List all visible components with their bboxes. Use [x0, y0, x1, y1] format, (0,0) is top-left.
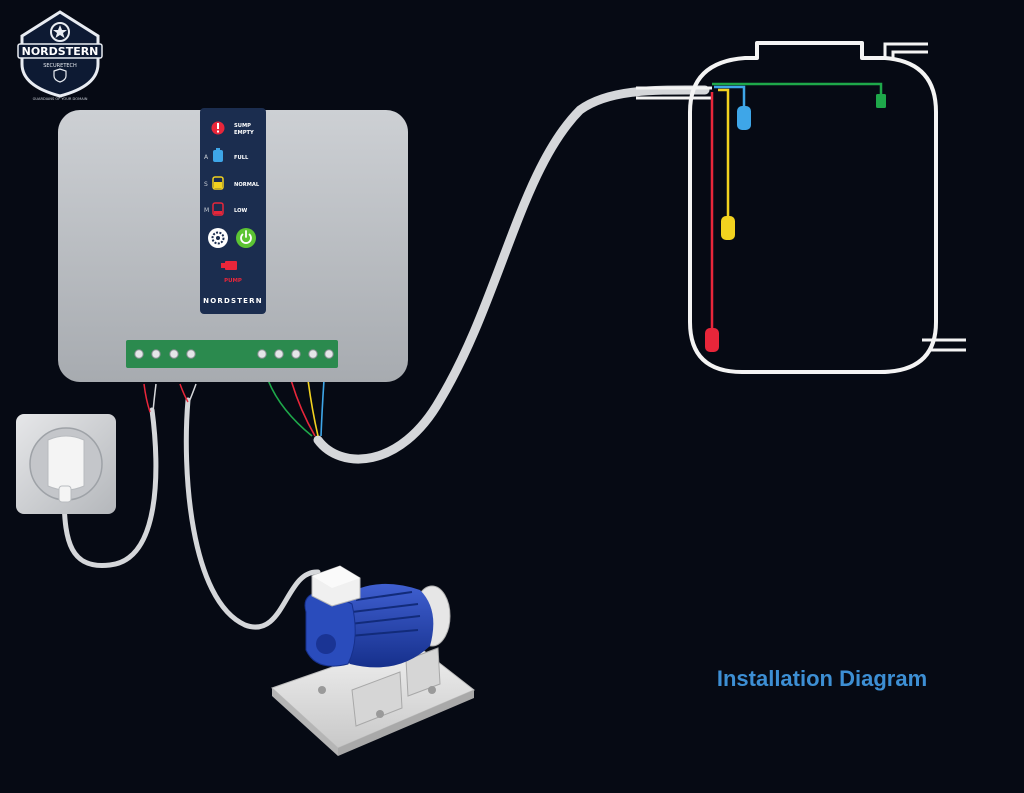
sensor-probe-normal [721, 216, 735, 240]
wire-red [290, 379, 316, 437]
terminal-strip [126, 340, 338, 368]
level-low-fill [214, 211, 222, 214]
terminal-screw [324, 349, 334, 359]
brand-logo: NORDSTERN SECURETECH GUARDIANS OF YOUR D… [17, 10, 103, 101]
pump-wire-white [188, 383, 197, 403]
sensor-wire-green [712, 82, 883, 96]
power-button[interactable] [236, 228, 256, 248]
terminal-screw [169, 349, 179, 359]
wire-blue [320, 379, 325, 437]
level-normal-icon [212, 176, 224, 190]
pump-base-edge [272, 688, 338, 756]
pump-indicator-icon [225, 261, 237, 270]
wall-socket [16, 414, 116, 514]
sensor-wire-yellow [718, 88, 730, 218]
water-tank [636, 41, 966, 374]
logo-brand-text: NORDSTERN [22, 45, 99, 58]
plug-stem [58, 485, 72, 503]
logo-sub-text: SECURETECH [43, 63, 77, 69]
pump-foot-front [351, 671, 403, 727]
pump-bolt-icon [376, 710, 384, 718]
wire-green [267, 379, 313, 437]
terminal-screws-left [134, 349, 196, 359]
indicator-prefix: M [204, 207, 209, 214]
pump-cable [183, 397, 321, 630]
power-wire-white [152, 383, 157, 413]
level-full-icon [213, 150, 223, 162]
plug-icon [47, 435, 85, 491]
indicator-pump: PUMP [221, 261, 242, 284]
indicator-prefix: S [204, 181, 208, 188]
terminal-screw [291, 349, 301, 359]
pump-wire-red [179, 383, 189, 403]
sensor-probe-low [705, 328, 719, 352]
controller-brand-text: NORDSTERN [203, 297, 263, 305]
terminal-block [126, 340, 338, 368]
indicator-low: M LOW [204, 202, 248, 216]
tank-inlet-pipe [883, 42, 928, 58]
pump-junction-box-top [312, 566, 360, 588]
alert-icon-bar [217, 123, 219, 129]
logo-star-emblem-icon [50, 22, 70, 42]
pump-bolt-icon [318, 686, 326, 694]
logo-tagline-text: GUARDIANS OF YOUR DOMAIN [33, 97, 88, 101]
indicator-label: SUMP [234, 123, 251, 129]
diagram-caption: Installation Diagram [717, 666, 927, 691]
terminal-screw [134, 349, 144, 359]
pump-label: PUMP [224, 278, 242, 284]
indicator-label: LOW [234, 208, 248, 214]
terminal-screw [151, 349, 161, 359]
sensor-wire-blue [714, 85, 746, 108]
alert-icon-dot [217, 130, 219, 133]
sensor-cable [313, 85, 710, 464]
wiring [61, 85, 710, 630]
controller-unit: SUMP EMPTY A FULL S NORMAL M LOW [58, 108, 408, 382]
indicator-sump-empty: SUMP EMPTY [211, 121, 254, 136]
terminal-screw [308, 349, 318, 359]
indicator-prefix: A [204, 154, 209, 161]
logo-banner [17, 43, 103, 59]
terminal-screw [257, 349, 267, 359]
water-pump [271, 565, 475, 756]
power-icon [240, 233, 252, 244]
indicator-label: FULL [234, 155, 249, 161]
gear-icon-hub [216, 236, 220, 240]
level-normal-fill [214, 182, 222, 188]
gear-icon [211, 231, 225, 245]
power-wire-red [143, 383, 151, 413]
level-low-icon [212, 202, 224, 216]
tank-inlet-pipe-inner [891, 50, 928, 58]
sensor-probe-common [876, 94, 886, 108]
power-cable [61, 407, 159, 569]
indicator-normal: S NORMAL [204, 176, 260, 190]
pump-inlet-port [316, 634, 336, 654]
logo-small-shield-icon [53, 68, 67, 83]
sensor-probe-full [737, 106, 751, 130]
pump-indicator-icon-motor [221, 263, 226, 268]
settings-button[interactable] [208, 228, 228, 248]
terminal-screws-right [257, 349, 334, 359]
indicator-label: EMPTY [234, 130, 254, 136]
indicator-full: A FULL [204, 148, 249, 162]
logo-star-icon [53, 25, 67, 38]
pump-motor-fins [349, 591, 421, 637]
terminal-screw [274, 349, 284, 359]
pump-foot-back [405, 647, 441, 697]
wire-yellow [307, 379, 319, 437]
terminal-screw [186, 349, 196, 359]
level-icon-cap [216, 148, 220, 151]
pump-bolt-icon [428, 686, 436, 694]
pump-base-edge-right [338, 690, 474, 756]
power-button-bg [236, 228, 256, 248]
indicator-label: NORMAL [234, 182, 260, 188]
